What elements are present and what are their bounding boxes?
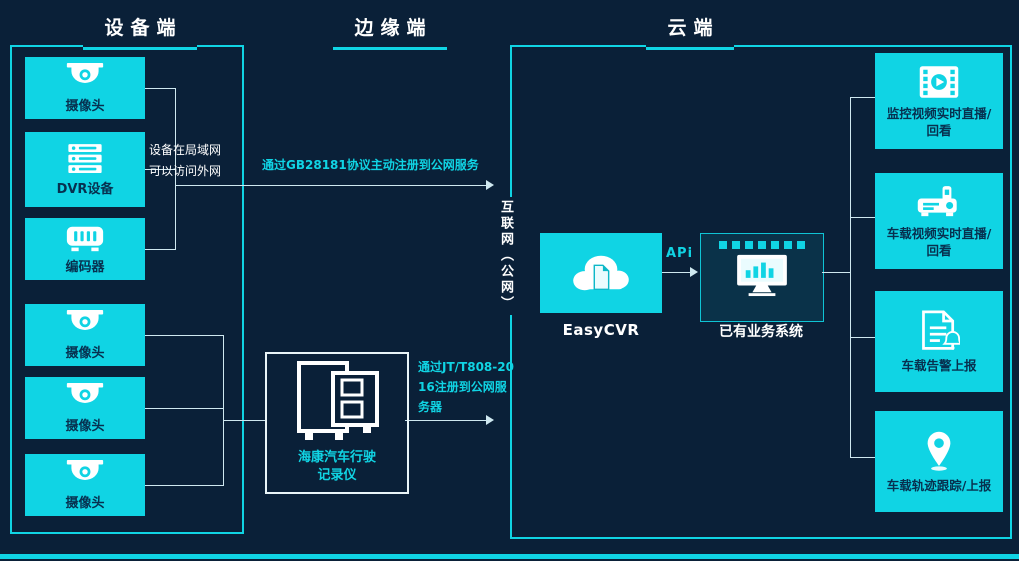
business-system-label: 已有业务系统	[719, 324, 803, 340]
section-title-edge: 边缘端	[315, 13, 465, 50]
connector-line	[145, 335, 223, 336]
service-label: 监控视频实时直播/回看	[886, 105, 992, 138]
monitor-icon	[733, 253, 791, 297]
connector-line	[145, 169, 175, 170]
service-label: 车载视频实时直播/回看	[886, 225, 992, 258]
connector-line	[175, 88, 176, 250]
connector-line	[850, 97, 851, 458]
device-box-camera-3: 摄像头	[25, 377, 145, 439]
connector-line	[850, 217, 875, 218]
api-arrow-line	[662, 272, 690, 273]
vehicle-recorder-icon	[289, 361, 385, 445]
device-label: 摄像头	[65, 418, 105, 434]
dome-camera-icon	[63, 63, 107, 92]
device-label: 编码器	[65, 259, 105, 275]
video-play-icon	[918, 64, 960, 100]
arrowhead-right-icon	[486, 415, 494, 425]
encoder-icon	[63, 224, 107, 253]
connector-line	[145, 249, 175, 250]
connector-line	[850, 457, 875, 458]
alarm-document-icon	[918, 310, 960, 352]
section-title-device: 设备端	[60, 13, 220, 50]
api-label: APi	[666, 246, 694, 261]
connector-line	[145, 88, 175, 89]
easycvr-label: EasyCVR	[562, 321, 640, 339]
easycvr-box	[540, 233, 662, 313]
service-box-vehicle-live: 车载视频实时直播/回看	[875, 173, 1003, 269]
service-label: 车载轨迹跟踪/上报	[886, 477, 992, 493]
section-title-cloud-label: 云端	[646, 13, 734, 50]
device-box-encoder: 编码器	[25, 218, 145, 280]
connector-line	[223, 335, 224, 486]
device-box-camera-1: 摄像头	[25, 57, 145, 119]
connector-line	[223, 420, 265, 421]
dvr-icon	[64, 143, 106, 175]
service-label: 车载告警上报	[901, 357, 977, 373]
device-label: 摄像头	[65, 98, 105, 114]
bottom-accent-bar	[0, 554, 1019, 559]
dome-camera-icon	[63, 460, 107, 489]
device-box-camera-4: 摄像头	[25, 454, 145, 516]
section-title-edge-label: 边缘端	[333, 13, 447, 50]
service-box-live-playback: 监控视频实时直播/回看	[875, 53, 1003, 149]
vehicle-camera-icon	[916, 184, 962, 220]
jt-arrow-line	[405, 420, 486, 421]
service-box-alarm-report: 车载告警上报	[875, 291, 1003, 392]
device-box-camera-2: 摄像头	[25, 304, 145, 366]
connector-line	[850, 97, 875, 98]
lan-note: 设备在局域网可以访问外网	[149, 143, 222, 178]
edge-recorder-label: 海康汽车行驶记录仪	[297, 450, 376, 483]
device-label: 摄像头	[65, 495, 105, 511]
service-box-track-report: 车载轨迹跟踪/上报	[875, 411, 1003, 512]
gb-arrow-line	[175, 185, 486, 186]
connector-line	[850, 337, 875, 338]
location-pin-icon	[921, 430, 957, 472]
edge-recorder-box: 海康汽车行驶记录仪	[265, 352, 409, 494]
dome-camera-icon	[63, 310, 107, 339]
arrowhead-right-icon	[486, 180, 494, 190]
arrowhead-right-icon	[690, 267, 698, 277]
connector-line	[145, 408, 223, 409]
device-box-dvr: DVR设备	[25, 132, 145, 207]
gb-protocol-note: 通过GB28181协议主动注册到公网服务	[262, 158, 479, 172]
device-label: 摄像头	[65, 345, 105, 361]
connector-line	[145, 485, 223, 486]
section-title-device-label: 设备端	[83, 13, 197, 50]
business-system-box	[700, 233, 824, 322]
server-dots-icon	[719, 241, 805, 249]
cloud-document-icon	[568, 250, 634, 296]
dome-camera-icon	[63, 383, 107, 412]
section-title-cloud: 云端	[615, 13, 765, 50]
device-label: DVR设备	[56, 181, 114, 197]
internet-label: 互联网（公网）	[494, 197, 517, 315]
jt-protocol-note: 通过JT/T808-2016注册到公网服务器	[418, 360, 514, 414]
connector-line	[822, 272, 850, 273]
